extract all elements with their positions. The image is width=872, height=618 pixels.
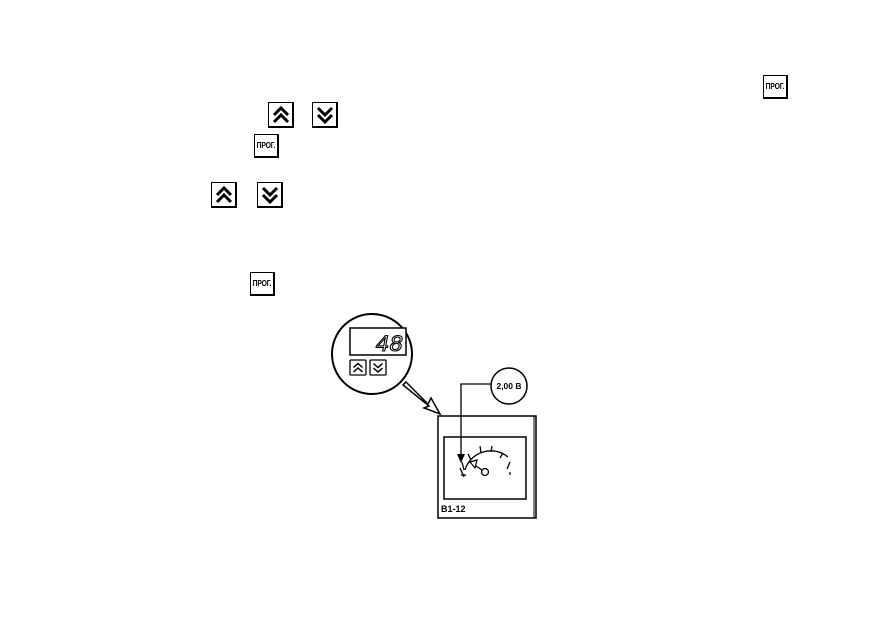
up-key-row1 xyxy=(268,102,294,128)
mini-up-key xyxy=(349,359,367,376)
prog-key-label: ПРОГ. xyxy=(765,82,785,91)
voltage-label: 2,00 В xyxy=(496,381,521,391)
prog-key-top-right: ПРОГ. xyxy=(763,75,788,99)
double-chevron-up-icon xyxy=(215,185,232,203)
prog-key-row2: ПРОГ. xyxy=(254,134,279,158)
double-chevron-up-icon xyxy=(272,105,289,123)
down-key-row3 xyxy=(257,182,283,208)
double-chevron-down-icon xyxy=(316,106,333,124)
mini-down-key xyxy=(369,359,387,376)
up-key-row3 xyxy=(211,182,237,208)
voltage-callout: 2,00 В xyxy=(457,367,528,463)
voltmeter-device: В1-12 xyxy=(437,415,537,519)
prog-key-label: ПРОГ. xyxy=(252,279,272,288)
prog-key-label: ПРОГ. xyxy=(256,141,276,150)
double-chevron-down-icon xyxy=(261,186,278,204)
display-value: 48 xyxy=(375,332,403,358)
prog-key-row4: ПРОГ. xyxy=(250,272,275,296)
controller-magnifier: 48 xyxy=(331,313,413,395)
diagonal-arrow xyxy=(401,380,442,416)
down-key-row1 xyxy=(312,102,338,128)
device-label: В1-12 xyxy=(441,504,466,514)
needle-icon xyxy=(468,459,490,477)
voltage-setting-diagram: 48 В1-12 xyxy=(331,313,537,519)
seven-segment-display xyxy=(349,327,407,356)
